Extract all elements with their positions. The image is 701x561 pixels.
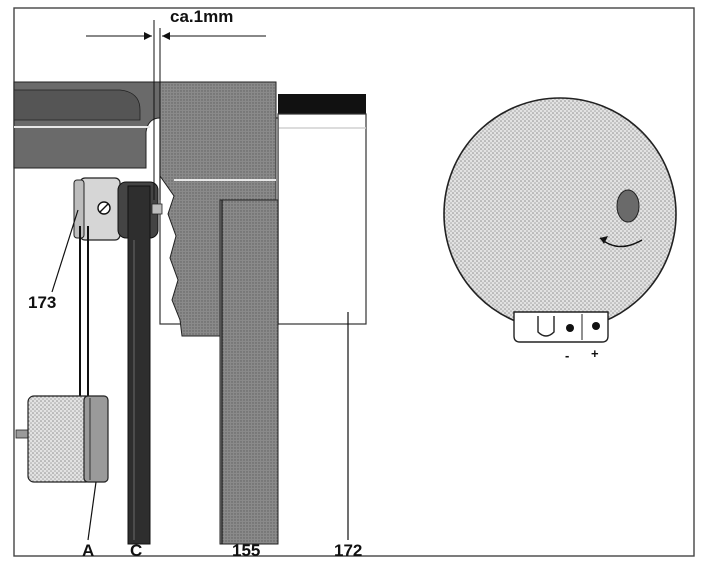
leader-173 (51, 209, 79, 293)
slider-172-body (277, 113, 367, 325)
label-173: 173 (28, 293, 56, 312)
label-c: C (130, 541, 142, 560)
gap-arrowhead-right (162, 32, 170, 40)
label-plus: + (591, 346, 599, 361)
screw-slot (99, 203, 109, 213)
leader-a (87, 481, 97, 541)
rotation-arrowhead (600, 236, 608, 244)
terminal-plus-dot (592, 322, 600, 330)
lever-155 (219, 199, 279, 545)
label-minus: - (565, 348, 569, 363)
motor-port (616, 189, 640, 223)
belt-c (127, 185, 151, 545)
slider-172-cap (278, 94, 366, 114)
label-172: 172 (334, 541, 362, 560)
pulley-axle (151, 203, 163, 215)
gap-dimension: ca.1mm (86, 7, 266, 200)
motor-body (27, 395, 93, 483)
gap-label: ca.1mm (170, 7, 233, 26)
round-motor: - + (443, 97, 677, 363)
top-plate-rim (13, 89, 141, 121)
terminal-minus-dot (566, 324, 574, 332)
label-a: A (82, 541, 94, 560)
label-155: 155 (232, 541, 260, 560)
motor-disc (443, 97, 677, 331)
gap-arrowhead-left (144, 32, 152, 40)
deck-assembly (13, 81, 367, 545)
terminal-hook (537, 316, 555, 337)
roller-a (83, 395, 109, 483)
